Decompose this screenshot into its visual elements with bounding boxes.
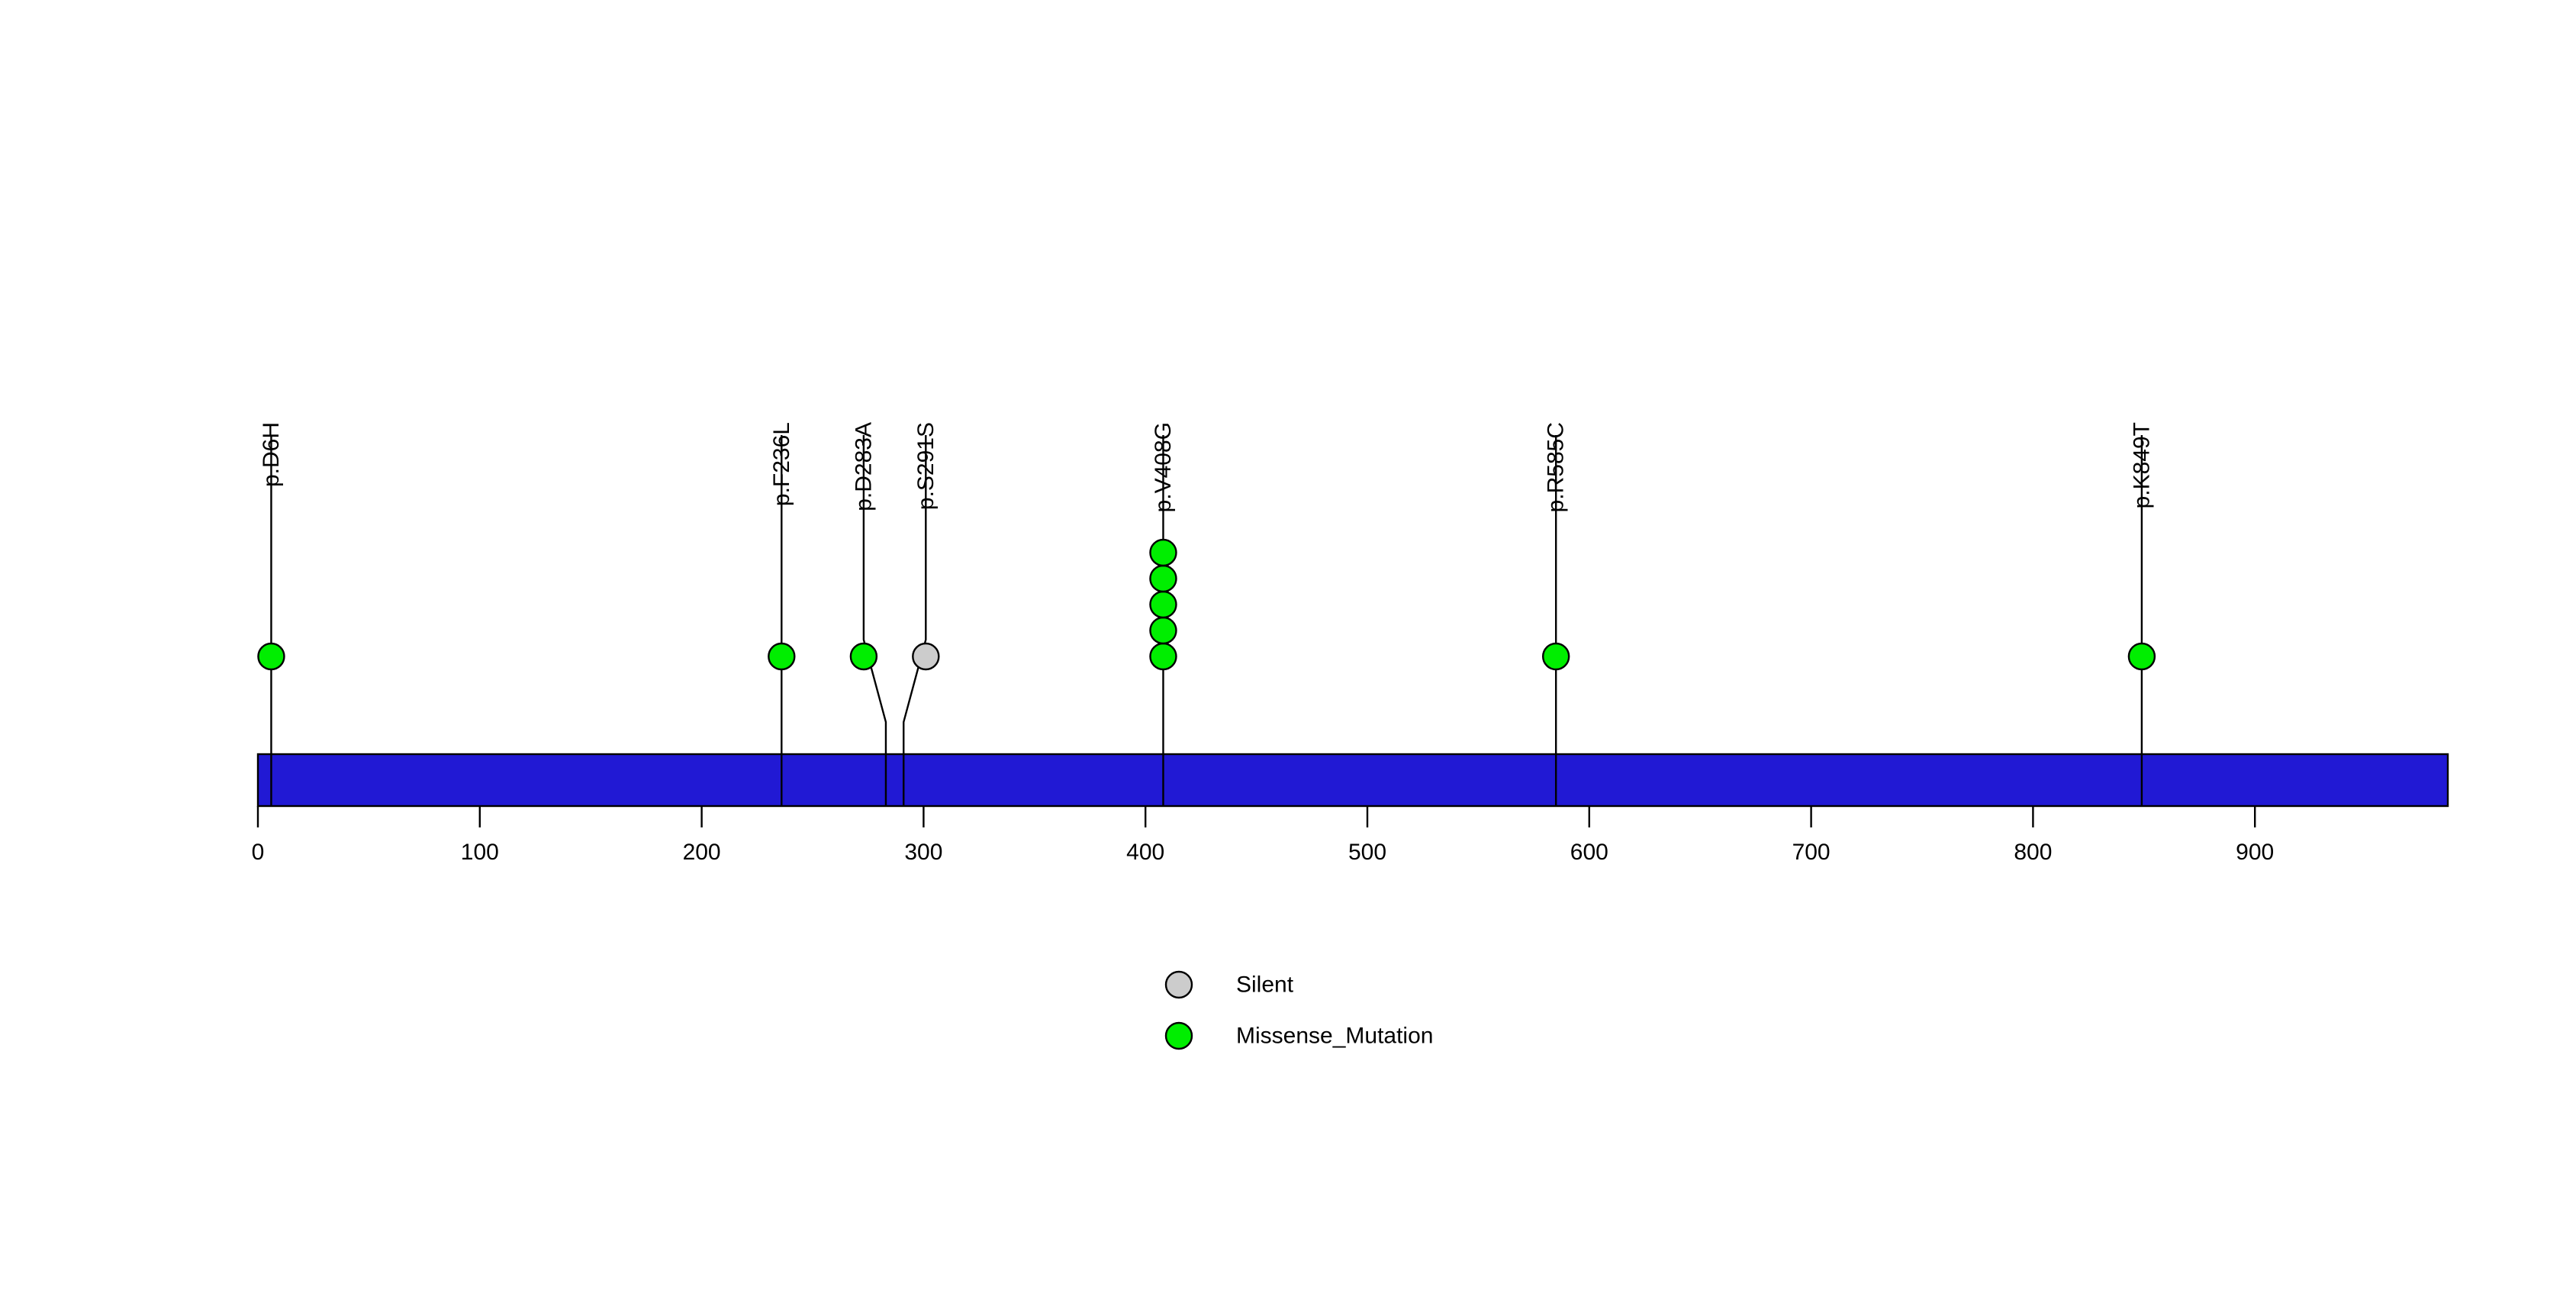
x-axis-tick-label-100: 100: [461, 840, 499, 865]
mutation-label-pD6H: p.D6H: [259, 422, 284, 487]
legend-label-silent: Silent: [1236, 972, 1294, 998]
lollipop-head-pD283A-1[interactable]: [849, 642, 878, 671]
lollipop-head-pV408G-2[interactable]: [1149, 616, 1177, 645]
mutation-labels: p.D6H p.F236L p.D283A p.S291S p.V408G p.R585C…: [259, 422, 2154, 512]
mutation-label-pD283A: p.D283A: [851, 422, 876, 511]
lollipop-head-pK849T-1[interactable]: [2127, 642, 2156, 671]
mutation-label-pS291S: p.S291S: [913, 422, 939, 510]
x-axis-tick-label-500: 500: [1348, 840, 1386, 865]
lollipop-head-pV408G-5[interactable]: [1149, 538, 1177, 567]
legend-swatch-silent: [1164, 970, 1193, 999]
x-axis-tick-label-300: 300: [904, 840, 942, 865]
mutation-label-pR585C: p.R585C: [1544, 422, 1569, 512]
x-axis-tick-label-200: 200: [683, 840, 721, 865]
x-axis-tick-label-0: 0: [252, 840, 265, 865]
x-axis-tick-label-400: 400: [1126, 840, 1164, 865]
x-axis-tick-label-800: 800: [2014, 840, 2052, 865]
legend-label-missense_mutation: Missense_Mutation: [1236, 1024, 1433, 1049]
lollipop-head-pD6H-1[interactable]: [257, 642, 285, 671]
x-axis-tick-label-700: 700: [1792, 840, 1831, 865]
lollipop-head-pF236L-1[interactable]: [768, 642, 796, 671]
domain-bar-full-length: [256, 753, 2449, 808]
lollipop-head-pS291S-1[interactable]: [912, 642, 940, 671]
lollipop-head-pV408G-4[interactable]: [1149, 564, 1177, 593]
x-axis-tick-label-600: 600: [1570, 840, 1608, 865]
x-axis-tick-label-900: 900: [2236, 840, 2274, 865]
mutation-label-pF236L: p.F236L: [769, 422, 794, 506]
lollipop-head-pR585C-1[interactable]: [1541, 642, 1570, 671]
protein-domain-track: [256, 753, 2449, 808]
legend-swatch-missense_mutation: [1164, 1021, 1193, 1050]
lollipop-head-pV408G-3[interactable]: [1149, 590, 1177, 619]
mutation-label-pV408G: p.V408G: [1151, 422, 1176, 512]
lollipop-stem-pS291S: [903, 435, 927, 806]
lollipop-stem-pD283A: [862, 435, 887, 806]
x-axis: 0 100 200 300 400 500 600 700 800 900: [252, 806, 2274, 865]
mutation-label-pK849T: p.K849T: [2129, 422, 2154, 508]
lollipop-head-pV408G-1[interactable]: [1149, 642, 1177, 671]
mutation-lollipops: [257, 435, 2156, 806]
